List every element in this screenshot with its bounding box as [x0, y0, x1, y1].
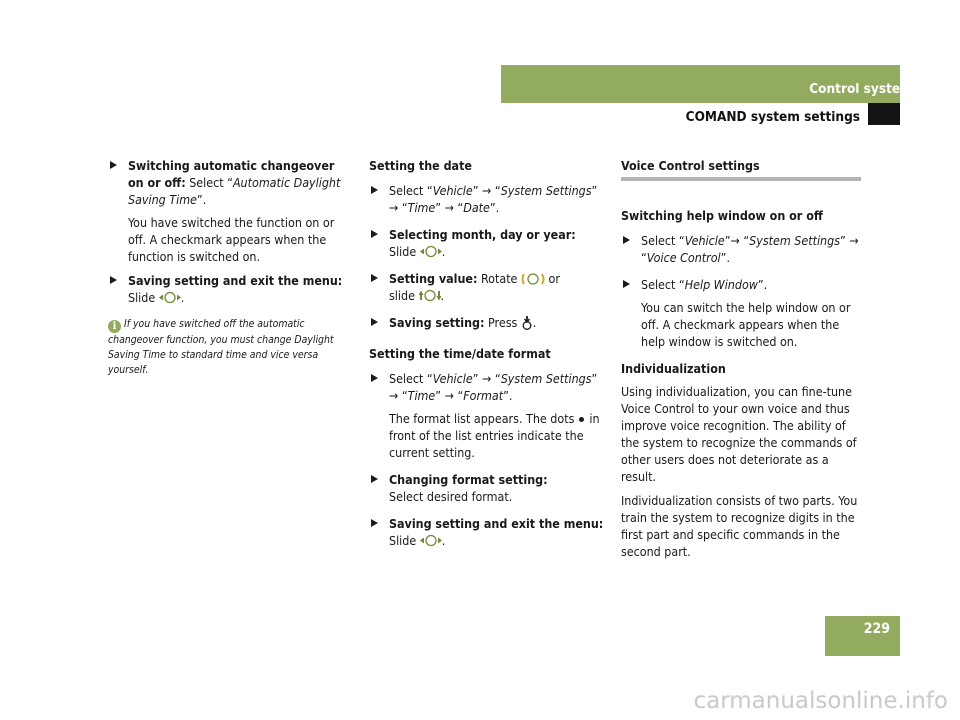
slide-up-down-icon	[418, 289, 441, 302]
watermark: carmanualsonline.info	[693, 688, 948, 714]
bullet-arrow-icon	[371, 519, 378, 527]
section-title: Control systems	[809, 81, 920, 97]
step-auto-changeover: Switching automatic changeover on or off…	[108, 157, 350, 208]
slide-left-right-icon	[419, 534, 442, 547]
rotate-icon	[521, 272, 545, 285]
subsection-title: COMAND system settings	[685, 109, 860, 125]
step-select-voice-control: Select “Vehicle”→ “System Settings” → “V…	[621, 232, 861, 266]
bullet-arrow-icon	[371, 230, 378, 238]
bullet-arrow-icon	[371, 186, 378, 194]
individualization-paragraph-1: Using individualization, you can fine-tu…	[621, 384, 857, 484]
column-left: Switching automatic changeover on or off…	[108, 157, 350, 312]
step-description: You have switched the function on or off…	[128, 215, 335, 264]
header-tab	[868, 103, 900, 125]
note-text: If you have switched off the automatic c…	[108, 318, 334, 376]
bullet-arrow-icon	[110, 161, 117, 169]
step-change-format: Changing format setting: Select desired …	[369, 471, 609, 505]
step-save-exit: Saving setting and exit the menu: Slide …	[108, 272, 350, 306]
bullet-arrow-icon	[371, 318, 378, 326]
heading-setting-date: Setting the date	[369, 158, 472, 173]
column-right: Voice Control settings Switching help wi…	[621, 157, 861, 567]
step-select-month: Selecting month, day or year: Slide .	[369, 226, 609, 260]
header-bar	[501, 65, 900, 103]
step-setting-value: Setting value: Rotate or slide .	[369, 270, 609, 304]
bullet-arrow-icon	[623, 280, 630, 288]
bullet-arrow-icon	[623, 236, 630, 244]
section-heading-voice-control: Voice Control settings	[621, 157, 861, 181]
column-middle: Setting the date Select “Vehicle” → “Sys…	[369, 157, 609, 555]
help-window-description: You can switch the help window on or off…	[641, 300, 851, 349]
page-number: 229	[863, 621, 890, 637]
step-select-format: Select “Vehicle” → “System Settings” → “…	[369, 370, 609, 404]
step-select-help-window: Select “Help Window”.	[621, 276, 861, 293]
press-icon	[521, 316, 533, 330]
heading-time-date-format: Setting the time/date format	[369, 346, 551, 361]
heading-help-window: Switching help window on or off	[621, 208, 823, 223]
bullet-arrow-icon	[371, 274, 378, 282]
page-number-box: 229	[825, 616, 900, 656]
step-select-date: Select “Vehicle” → “System Settings” → “…	[369, 182, 609, 216]
bullet-arrow-icon	[371, 475, 378, 483]
dot-icon	[579, 417, 585, 422]
heading-individualization: Individualization	[621, 361, 726, 376]
step-save-setting: Saving setting: Press .	[369, 314, 609, 331]
bullet-arrow-icon	[110, 276, 117, 284]
info-icon: i	[108, 320, 121, 333]
bullet-arrow-icon	[371, 374, 378, 382]
step-save-exit-format: Saving setting and exit the menu: Slide …	[369, 515, 609, 549]
slide-left-right-icon	[419, 245, 442, 258]
slide-left-right-icon	[158, 291, 181, 304]
individualization-paragraph-2: Individualization consists of two parts.…	[621, 493, 858, 559]
